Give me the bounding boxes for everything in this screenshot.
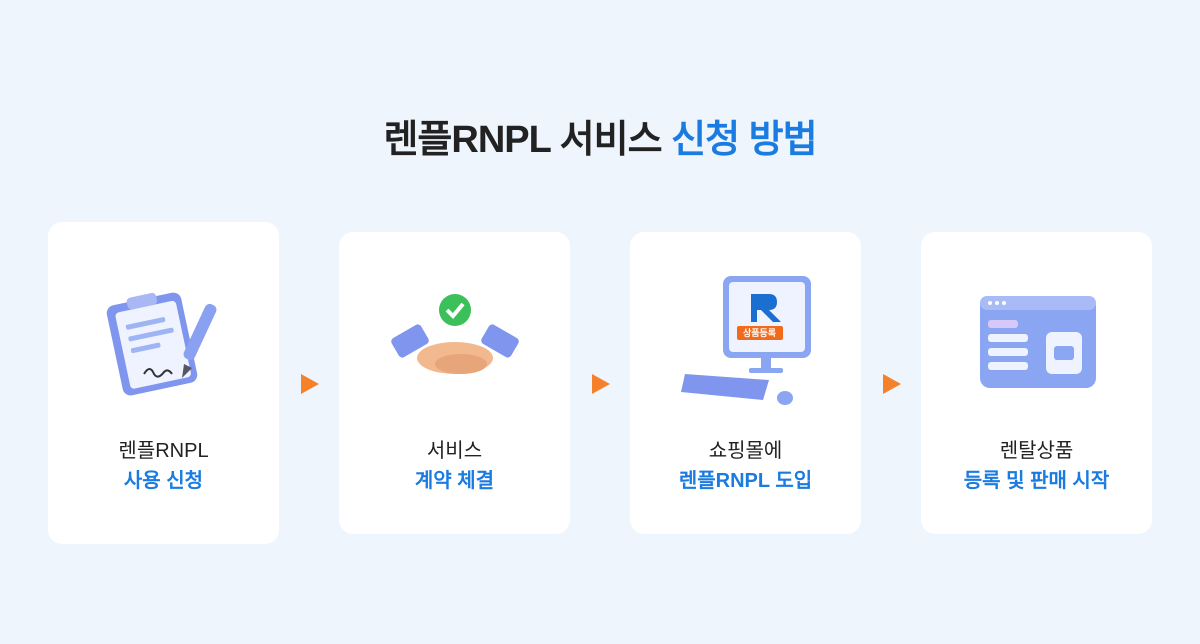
step-card-2: 서비스 계약 체결 [339,232,570,534]
handshake-check-icon [390,294,519,374]
step-line2: 등록 및 판매 시작 [963,470,1110,492]
step-line1: 렌탈상품 [999,440,1074,462]
title-highlight: 신청 방법 [671,119,817,161]
step-line1: 쇼핑몰에 [708,440,783,462]
step-card-4: 렌탈상품 등록 및 판매 시작 [921,232,1152,534]
computer-icon: 상품등록 [680,276,811,406]
step-line2: 사용 신청 [123,470,204,492]
step-card-3: 상품등록 쇼핑몰에 렌플RNPL 도입 [630,232,861,534]
arrow-icon [592,374,610,394]
clipboard-pen-icon [106,292,216,396]
title-text: 렌플RNPL 서비스 [383,119,672,161]
arrow-icon [301,374,319,394]
screen-register-button: 상품등록 [736,326,783,340]
step-line1: 서비스 [426,440,483,462]
arrow-icon [883,374,901,394]
browser-product-icon [979,296,1096,388]
step-line2: 계약 체결 [414,470,495,492]
page-title: 렌플RNPL 서비스 신청 방법 [0,108,1200,163]
step-card-1: 렌플RNPL 사용 신청 [48,222,279,544]
step-line2: 렌플RNPL 도입 [678,470,813,492]
step-line1: 렌플RNPL [118,440,209,462]
